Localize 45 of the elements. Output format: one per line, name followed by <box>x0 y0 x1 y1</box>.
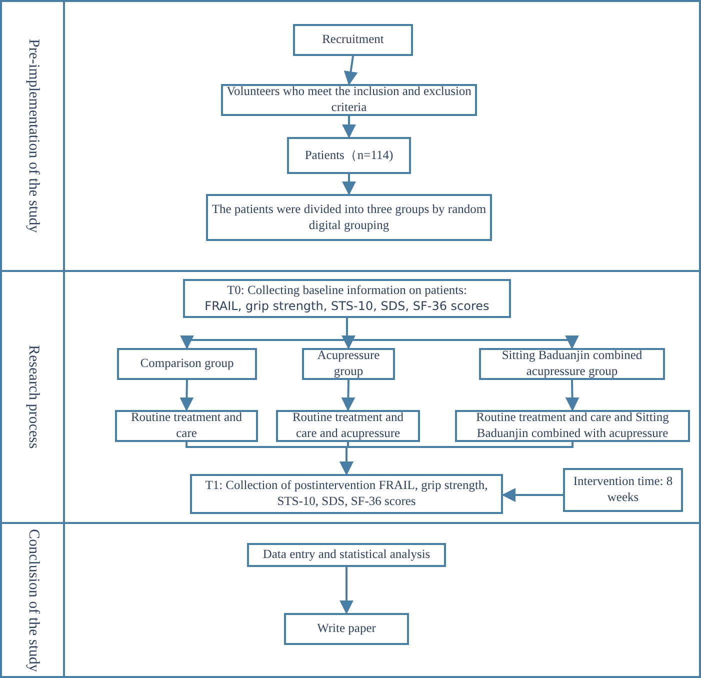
box-text: Intervention time: 8 weeks <box>572 474 674 506</box>
box-text: Comparison group <box>140 356 234 372</box>
arrow <box>340 442 574 476</box>
process-box <box>183 279 511 318</box>
box-text: Routine treatment and care <box>130 410 244 442</box>
arrow <box>502 488 563 502</box>
arrow <box>340 567 354 614</box>
band-heading: Research process <box>24 345 42 449</box>
box-text: Patients（n=114) <box>304 148 394 164</box>
arrow <box>344 56 358 86</box>
box-text: T0: Collecting baseline information on patients: <box>227 283 467 299</box>
process-box <box>563 468 683 512</box>
swimlane-band <box>0 522 701 678</box>
box-text: FRAIL, grip strength, STS-10, SDS, SF-36 scores <box>204 298 490 314</box>
box-text: Routine treatment and care and acupressure <box>291 410 405 442</box>
process-box <box>115 410 258 442</box>
process-box <box>293 24 413 56</box>
process-box <box>247 543 446 567</box>
box-text: T1: Collection of postintervention FRAIL, grip strength, STS-10, SDS, SF-36 scores <box>204 478 489 510</box>
process-box <box>206 194 492 241</box>
arrow <box>342 174 356 196</box>
swimlane-band <box>0 270 701 524</box>
band-heading: Pre-implementation of the study <box>24 39 42 233</box>
box-text: Write paper <box>317 621 376 637</box>
process-box <box>302 348 395 380</box>
box-text: Volunteers who meet the inclusion and exclusion criteria <box>226 84 472 116</box>
process-box <box>287 137 411 174</box>
process-box <box>455 410 690 442</box>
box-text: Recruitment <box>322 32 384 48</box>
arrow <box>565 380 580 412</box>
process-box <box>190 474 503 514</box>
box-text: The patients were divided into three groups by random digital grouping <box>211 202 487 234</box>
process-box <box>276 410 420 442</box>
box-text: Data entry and statistical analysis <box>262 547 430 563</box>
process-box <box>284 613 409 645</box>
box-text: Acupressure group <box>316 348 381 380</box>
box-text: Routine treatment and care and Sitting Baduanjin combined with acupressure <box>475 410 670 442</box>
box-text: Sitting Baduanjin combined acupressure group <box>500 348 644 380</box>
arrow <box>180 380 194 412</box>
band-heading: Conclusion of the study <box>24 528 42 672</box>
arrow <box>342 116 356 138</box>
swimlane-band <box>0 0 701 272</box>
process-box <box>117 348 257 380</box>
arrow <box>341 380 356 412</box>
process-box <box>479 348 665 380</box>
